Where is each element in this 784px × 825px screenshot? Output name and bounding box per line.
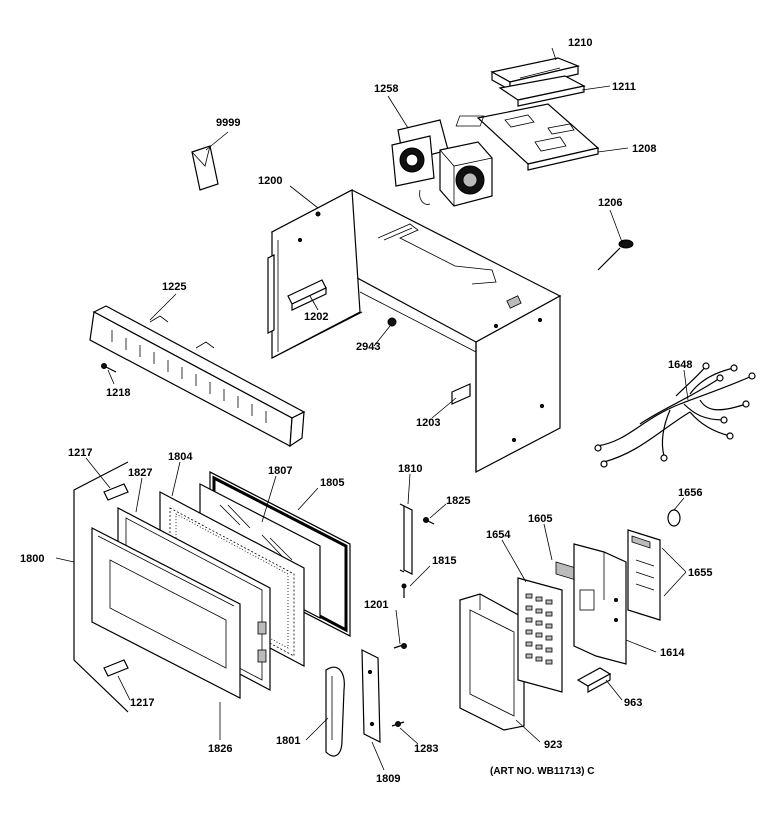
label-1614: 1614 [660,647,685,659]
part-1825-screw [423,517,435,525]
part-2943-thermostat [387,317,397,327]
part-1201-screw [393,643,407,649]
label-1202: 1202 [304,311,328,323]
label-1804: 1804 [168,451,193,463]
label-1206: 1206 [598,197,622,209]
part-1202-bracket [287,279,327,311]
part-1656-ring [667,509,681,527]
label-1815: 1815 [432,555,456,567]
part-1655-circuit-board [627,529,661,621]
label-1201: 1201 [364,599,388,611]
part-9999-manual [191,145,219,191]
label-1203: 1203 [416,417,440,429]
label-1283: 1283 [414,743,438,755]
label-1826: 1826 [208,743,232,755]
part-1648-wire-harness [594,362,756,468]
part-1815-spring [401,583,407,598]
label-1605: 1605 [528,513,552,525]
label-923: 923 [544,739,562,751]
part-1614-control-board [573,543,627,665]
part-1211-damper [498,75,586,107]
part-1800-door-assembly [73,461,129,713]
label-1648: 1648 [668,359,692,371]
label-1200: 1200 [258,175,282,187]
label-1656: 1656 [678,487,702,499]
label-1217-top: 1217 [68,447,92,459]
part-1258-blower [391,119,493,207]
label-1827: 1827 [128,467,152,479]
part-1206-lamp [597,239,634,271]
part-1217-hinge-top [103,483,129,501]
label-1805: 1805 [320,477,344,489]
label-1801: 1801 [276,735,300,747]
label-1807: 1807 [268,465,292,477]
part-923-control-frame [459,593,525,731]
part-1200-cabinet [267,189,562,473]
part-1810-latch [399,503,413,575]
label-1211: 1211 [612,81,636,93]
label-1655: 1655 [688,567,712,579]
part-1809-handle-base [361,649,381,743]
label-1809: 1809 [376,773,400,785]
part-963-bracket [576,667,612,694]
label-1825: 1825 [446,495,470,507]
part-1826-outer-door [91,527,241,699]
label-1810: 1810 [398,463,422,475]
label-1217-bottom: 1217 [130,697,154,709]
label-1218: 1218 [106,387,130,399]
callout-labels: 1210 1211 1208 1258 9999 1200 1206 1225 … [20,37,712,785]
label-1208: 1208 [632,143,656,155]
part-1225-vent-grille [89,305,306,448]
label-1210: 1210 [568,37,592,49]
art-number: (ART NO. WB11713) C [490,766,594,777]
part-1203-clip [451,383,471,405]
part-1654-touchpad [517,577,563,693]
part-1605-display-window [555,561,577,581]
label-1225: 1225 [162,281,186,293]
label-1800: 1800 [20,553,44,565]
part-1218-screw [101,363,117,373]
part-1208-plate [455,103,600,171]
label-1654: 1654 [486,529,511,541]
part-1217-hinge-bottom [103,659,129,677]
part-1801-handle [325,666,345,757]
label-963: 963 [624,697,642,709]
part-1283-screw [391,721,405,727]
leader-lines [55,47,689,771]
label-2943: 2943 [356,341,380,353]
label-9999: 9999 [216,117,240,129]
label-1258: 1258 [374,83,398,95]
